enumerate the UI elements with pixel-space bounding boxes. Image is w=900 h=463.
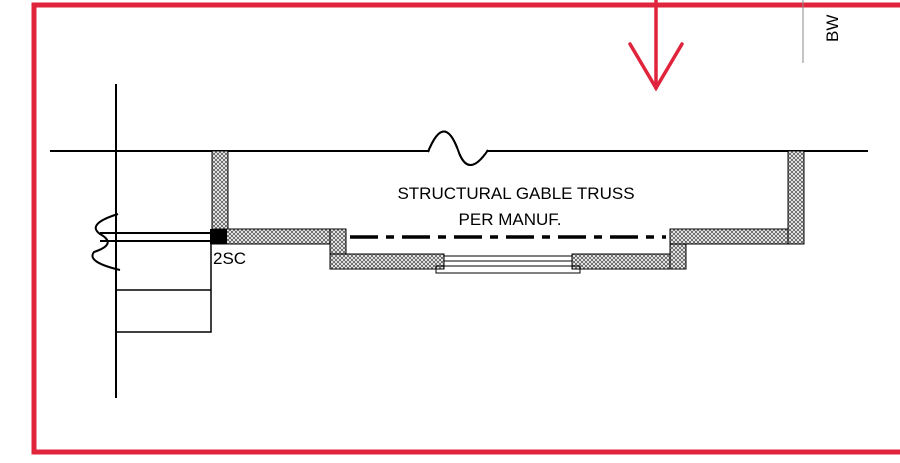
markup-cloud-border: [31, 2, 900, 455]
markup-arrow: [628, 0, 684, 92]
truss-label-line1: STRUCTURAL GABLE TRUSS: [397, 184, 634, 203]
wall-block: [115, 240, 212, 333]
corner-block: [210, 229, 227, 244]
callout-label: 2SC: [213, 249, 246, 268]
wall-break-symbol: [91, 213, 121, 271]
ceiling-fixture: [435, 255, 581, 274]
truss-label-line2: PER MANUF.: [459, 210, 562, 229]
hatched-profile: [211, 150, 805, 270]
corner-tag: BW: [823, 15, 842, 42]
